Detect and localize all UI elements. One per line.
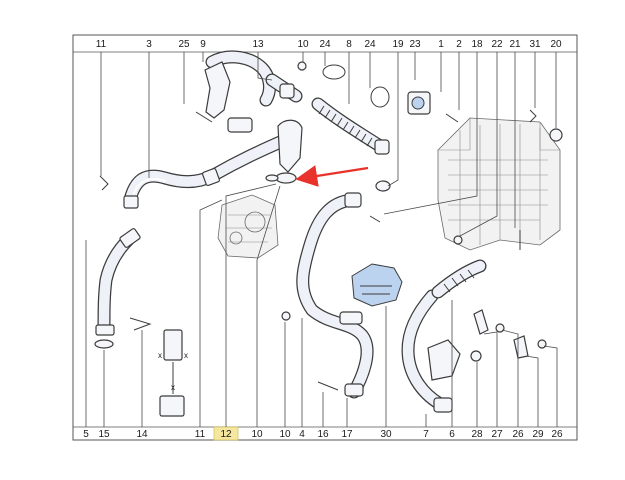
- sensor-2: [445, 113, 459, 123]
- engine-block: [437, 117, 561, 251]
- nut-10b: [281, 311, 291, 321]
- bottom-label: 16: [317, 429, 329, 440]
- nut-10a: [297, 61, 307, 71]
- red-pointer-arrow: [295, 165, 369, 187]
- top-label: 19: [392, 39, 404, 50]
- nut-26a: [495, 323, 505, 333]
- plug-20: [549, 128, 563, 142]
- bracket-29: [513, 335, 529, 359]
- bottom-label: 11: [195, 429, 206, 440]
- bracket-27: [473, 309, 489, 335]
- bottom-label: 4: [299, 429, 305, 440]
- clip-14: [129, 317, 152, 331]
- seal-19: [375, 180, 391, 192]
- hose-7: [401, 289, 461, 413]
- top-label: 3: [146, 39, 152, 50]
- turbo-housing: [217, 194, 279, 259]
- leader-lines: [85, 52, 558, 427]
- bottom-label: 26: [512, 429, 524, 440]
- pipe-5: [94, 228, 141, 349]
- top-label: 9: [200, 39, 206, 50]
- svg-text:x: x: [158, 351, 162, 360]
- top-label: 24: [364, 39, 376, 50]
- bottom-label: 12: [220, 429, 232, 440]
- bottom-label: 10: [279, 429, 291, 440]
- bottom-label: 17: [341, 429, 353, 440]
- hose-3: [123, 133, 292, 209]
- bottom-label: 26: [551, 429, 563, 440]
- clip-16: [317, 381, 339, 391]
- bottom-label: 29: [532, 429, 544, 440]
- top-label: 31: [529, 39, 541, 50]
- svg-text:x: x: [184, 351, 188, 360]
- pipe-9: [204, 50, 276, 133]
- top-label: 11: [96, 39, 107, 50]
- top-label: 24: [319, 39, 331, 50]
- hose-13: [265, 73, 303, 103]
- top-label: 21: [509, 39, 521, 50]
- bottom-label: 15: [98, 429, 110, 440]
- top-label: 18: [471, 39, 483, 50]
- bottom-label: 30: [380, 429, 392, 440]
- hose-6: [431, 259, 487, 299]
- clamp-24a: [322, 64, 346, 80]
- cover-30: [351, 263, 403, 307]
- pipe-4: [296, 192, 374, 399]
- bottom-label: 5: [83, 429, 89, 440]
- bottom-label: 14: [136, 429, 148, 440]
- svg-text:x: x: [171, 383, 175, 392]
- bottom-label: 28: [471, 429, 483, 440]
- clip-31: [529, 109, 537, 123]
- outlet-connector: [265, 119, 303, 184]
- top-label: 25: [178, 39, 190, 50]
- top-label: 1: [438, 39, 444, 50]
- top-label: 13: [252, 39, 264, 50]
- top-labels: 11 3 25 9 13 10 24 8 24 19 23 1 2 18 22 …: [96, 39, 562, 50]
- fastener-diagram: x x x: [158, 329, 188, 417]
- top-label: 8: [346, 39, 352, 50]
- sensor-1: [407, 91, 431, 115]
- top-label: 2: [456, 39, 462, 50]
- clip-18: [369, 215, 381, 223]
- clip-11: [99, 175, 109, 191]
- hose-8: [311, 97, 390, 155]
- clamp-24b: [370, 86, 390, 108]
- top-label: 10: [297, 39, 309, 50]
- bottom-label: 6: [449, 429, 455, 440]
- nut-26b: [537, 339, 547, 349]
- bottom-labels: 5 15 14 11 12 10 10 4 16 17 30 7 6 28 27…: [83, 429, 563, 440]
- bottom-label: 7: [423, 429, 429, 440]
- washer-28: [470, 350, 482, 362]
- top-label: 22: [491, 39, 503, 50]
- bottom-label: 10: [251, 429, 263, 440]
- bolt-25: [195, 111, 213, 123]
- diagram-frame: [72, 34, 578, 441]
- top-label: 23: [409, 39, 421, 50]
- top-label: 20: [550, 39, 562, 50]
- bottom-label: 27: [491, 429, 503, 440]
